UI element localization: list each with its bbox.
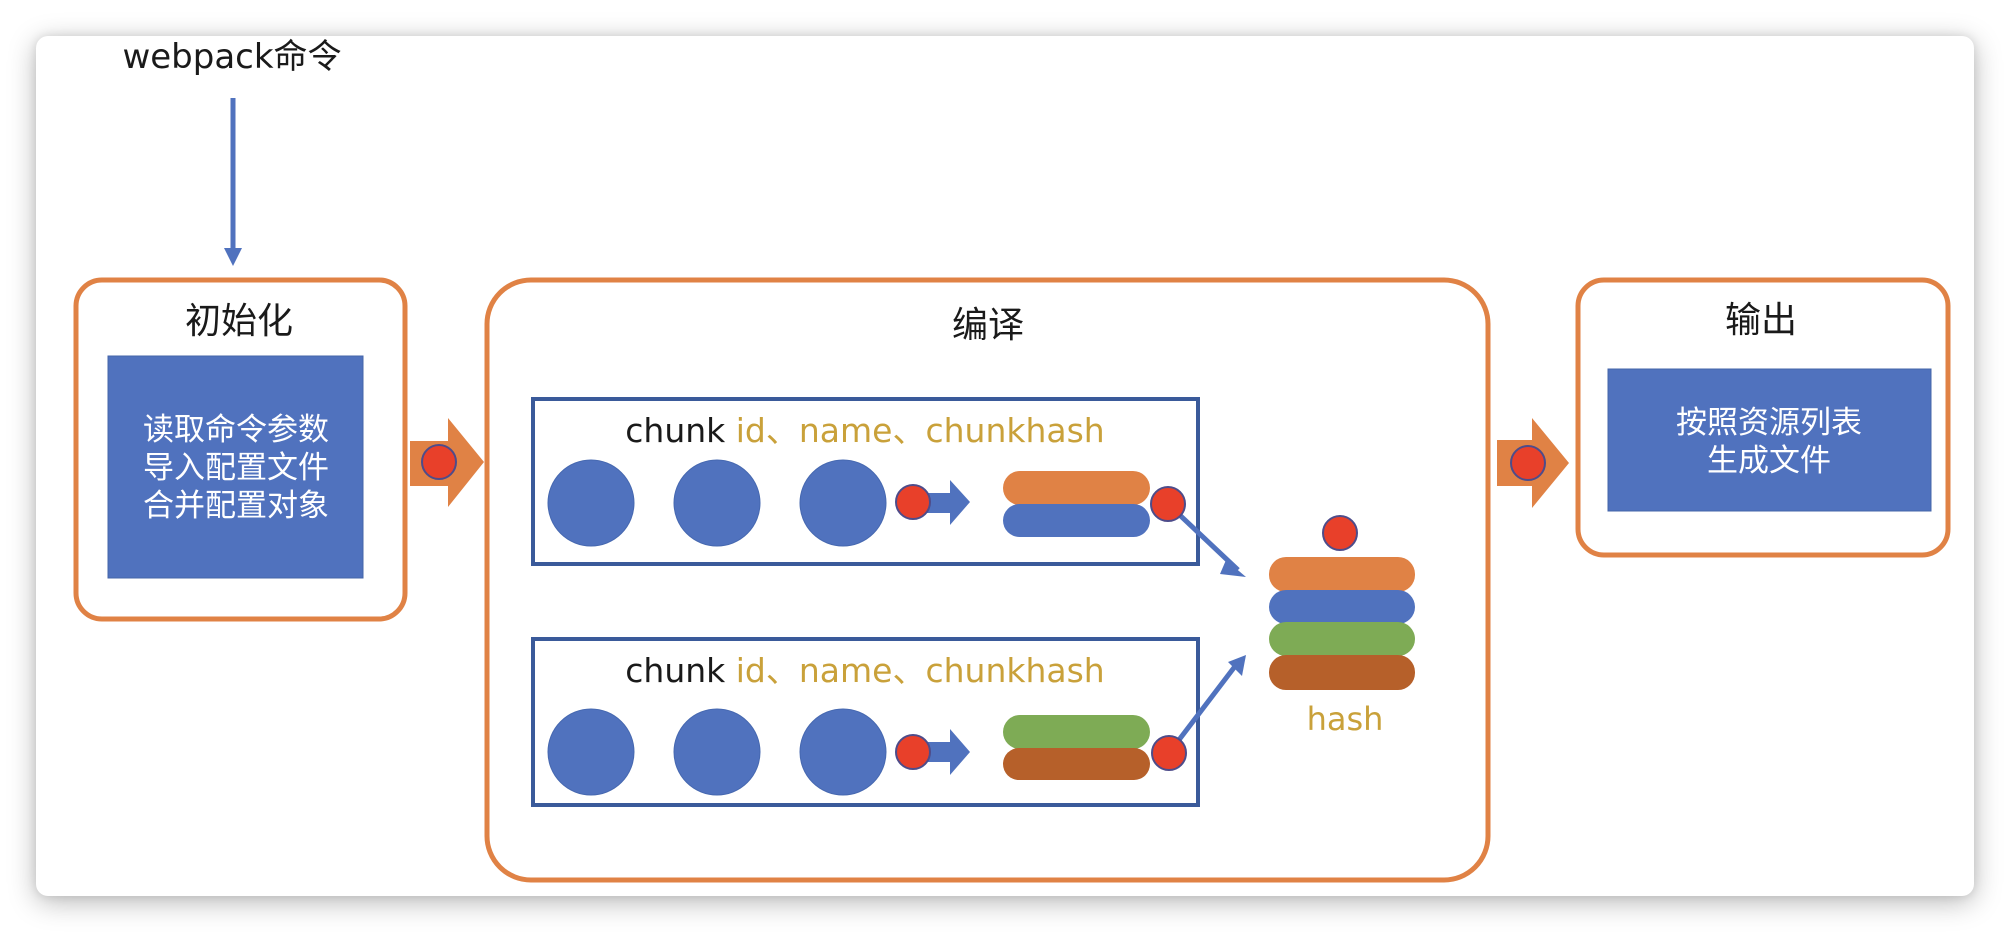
chunk-fields: id、name、chunkhash — [736, 651, 1105, 690]
compilation-hash: hash — [1269, 515, 1415, 738]
chunk-group-2: chunk id、name、chunkhash — [531, 637, 1246, 807]
hash-layer-brown — [1269, 655, 1415, 690]
init-stage: 初始化 读取命令参数 导入配置文件 合并配置对象 — [73, 277, 408, 622]
module-node — [799, 459, 887, 547]
module-node — [547, 708, 635, 796]
hook-point-icon — [1151, 735, 1187, 771]
output-stage-title: 输出 — [1725, 300, 1797, 341]
chunk-fields: id、name、chunkhash — [736, 411, 1105, 450]
hook-point-icon — [1150, 486, 1186, 522]
init-stage-title: 初始化 — [185, 301, 293, 342]
compile-stage: 编译 chunk id、name、chunkhash chunk id、name… — [484, 277, 1491, 883]
chunk-to-hash-arrow — [1167, 663, 1238, 755]
chunk-prefix: chunk — [625, 651, 726, 690]
hook-point-icon — [1322, 515, 1358, 551]
hook-point-icon — [895, 484, 931, 520]
chunkhash-layer-orange — [1003, 471, 1150, 505]
blue-arrow-shape — [913, 480, 970, 525]
module-node — [673, 708, 761, 796]
init-to-compile-arrow — [410, 418, 484, 507]
output-stage: 输出 按照资源列表 生成文件 — [1575, 277, 1951, 558]
output-steps-box — [1607, 368, 1932, 512]
hash-layer-green — [1269, 622, 1415, 656]
init-step-1: 读取命令参数 — [143, 412, 329, 448]
module-node — [547, 459, 635, 547]
compile-stage-title: 编译 — [952, 305, 1024, 346]
module-node — [673, 459, 761, 547]
chunk-header: chunk id、name、chunkhash — [625, 651, 1104, 690]
compile-to-output-arrow — [1497, 418, 1569, 508]
hash-layer-orange — [1269, 557, 1415, 592]
module-node — [799, 708, 887, 796]
hook-point-icon — [421, 444, 457, 480]
chunkhash-layer-blue — [1003, 504, 1150, 537]
init-step-3: 合并配置对象 — [143, 488, 329, 524]
chunkhash-layer-green — [1003, 715, 1150, 749]
blue-arrow-shape — [913, 729, 970, 775]
output-step-1: 按照资源列表 — [1676, 405, 1862, 441]
hook-point-icon — [1510, 445, 1546, 481]
entry-arrow-head — [224, 248, 242, 266]
chunk-prefix: chunk — [625, 411, 726, 450]
entry-label: webpack命令 — [122, 37, 341, 77]
init-step-2: 导入配置文件 — [143, 450, 329, 486]
hash-layer-blue — [1269, 590, 1415, 624]
entry-arrow — [224, 98, 242, 266]
chunk-group-1: chunk id、name、chunkhash — [531, 397, 1246, 577]
output-step-2: 生成文件 — [1707, 443, 1831, 479]
chunk-header: chunk id、name、chunkhash — [625, 411, 1104, 450]
hash-label: hash — [1307, 700, 1384, 738]
chunkhash-layer-brown — [1003, 748, 1150, 780]
hook-point-icon — [895, 734, 931, 770]
init-steps-box — [107, 355, 364, 579]
